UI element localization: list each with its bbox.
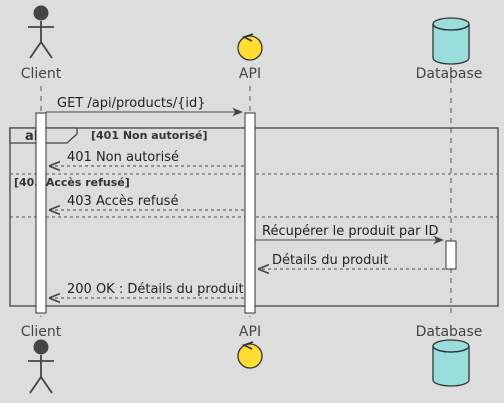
message-200-response: 200 OK : Détails du produit [50, 282, 244, 298]
actor-icon-bottom [28, 339, 54, 394]
control-icon-bottom [237, 341, 263, 369]
participant-label-api: API [239, 66, 261, 82]
fragment-guard-401: [401 Non autorisé] [91, 129, 208, 142]
svg-text:401 Non autorisé: 401 Non autorisé [67, 150, 179, 165]
participant-label-client: Client [21, 66, 62, 82]
participant-label-api-bottom: API [239, 324, 261, 340]
database-icon-bottom [432, 339, 470, 387]
participant-label-client-bottom: Client [21, 324, 62, 340]
message-get-request: GET /api/products/{id} [46, 96, 244, 117]
message-401-response: 401 Non autorisé [50, 150, 244, 166]
activation-client [35, 112, 47, 314]
activation-database [445, 240, 457, 270]
activation-api [244, 112, 256, 314]
svg-text:403 Accès refusé: 403 Accès refusé [67, 194, 178, 209]
message-product-details: Détails du produit [259, 253, 445, 269]
svg-text:Détails du produit: Détails du produit [272, 253, 388, 268]
svg-text:GET /api/products/{id}: GET /api/products/{id} [57, 96, 206, 111]
control-icon [237, 33, 263, 61]
participant-label-database: Database [416, 66, 483, 82]
message-fetch-product: Récupérer le produit par ID [255, 224, 445, 245]
database-icon [432, 17, 470, 65]
participant-label-database-bottom: Database [416, 324, 483, 340]
fragment-guard-403: [403 Accès refusé] [14, 176, 130, 189]
actor-icon [28, 5, 54, 59]
svg-text:Récupérer le produit par ID: Récupérer le produit par ID [262, 224, 439, 239]
message-403-response: 403 Accès refusé [50, 194, 244, 210]
svg-text:200 OK : Détails du produit: 200 OK : Détails du produit [67, 282, 244, 297]
